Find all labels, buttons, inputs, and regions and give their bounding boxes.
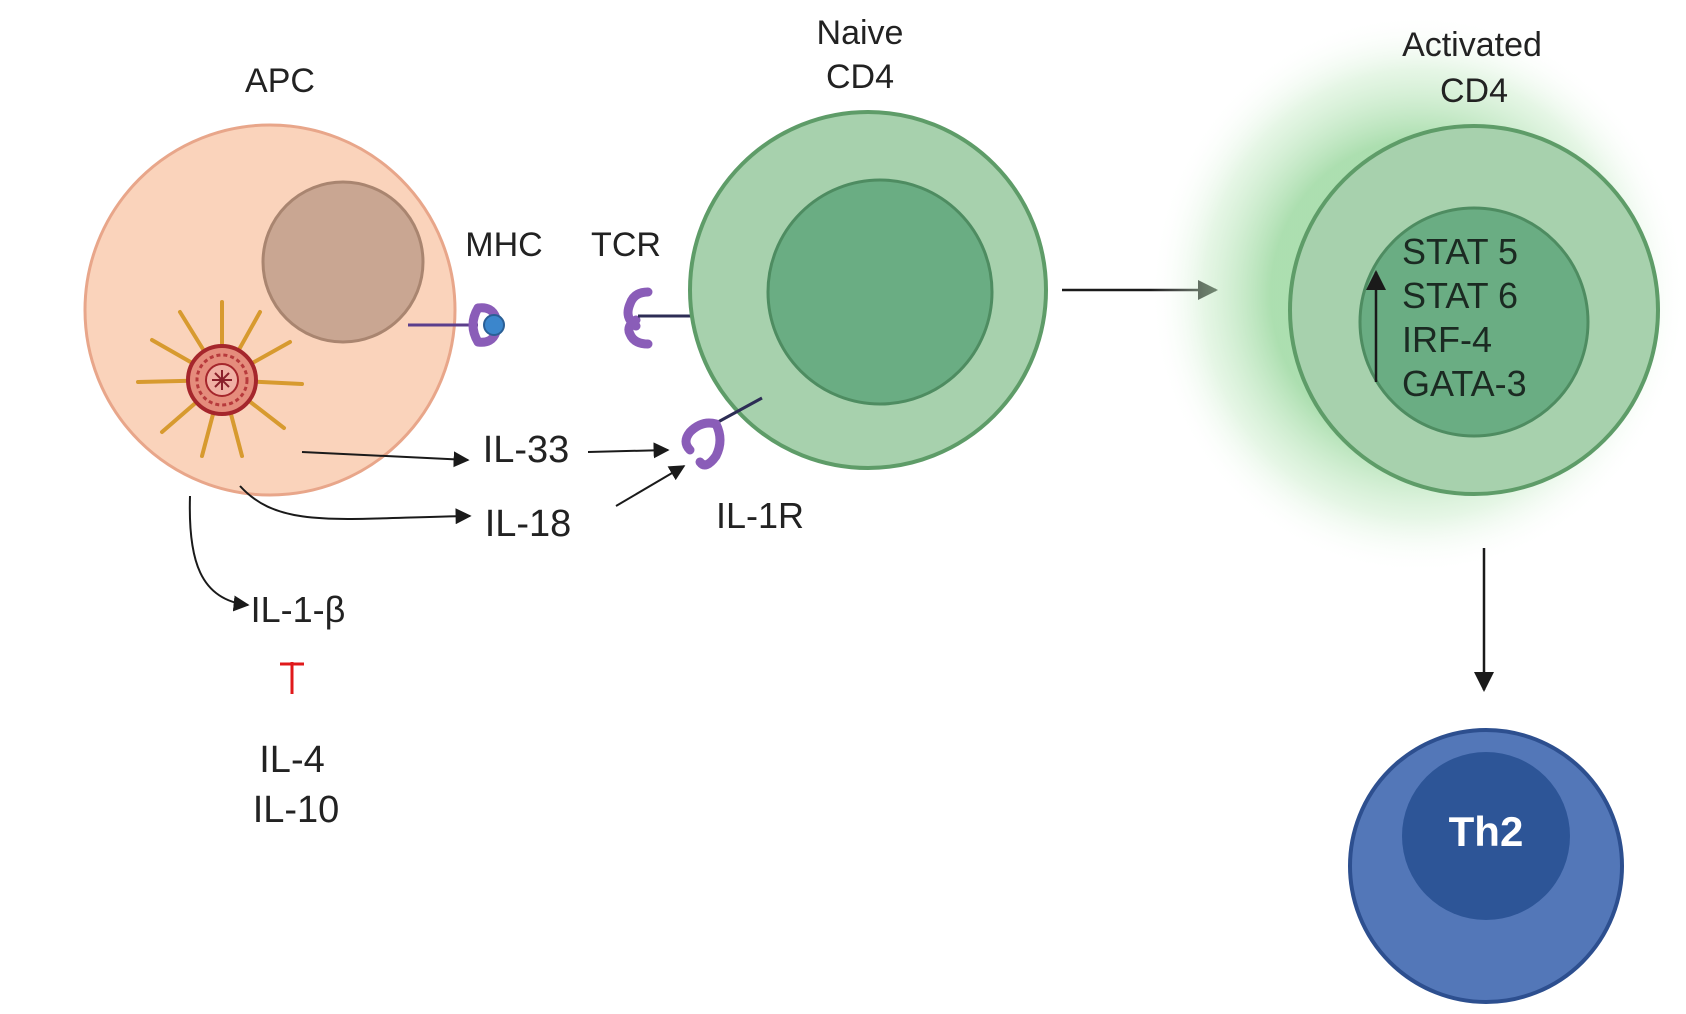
- th2-label: Th2: [1449, 808, 1524, 855]
- apc-nucleus: [261, 180, 425, 344]
- activated-cd4-label-line2: CD4: [1440, 72, 1508, 110]
- inhibition-icon: [280, 662, 304, 694]
- arrow-il33-to-il1r: [587, 442, 670, 459]
- irf4-label: IRF-4: [1402, 319, 1492, 360]
- activated-cd4-cell: [1150, 14, 1686, 574]
- mhc-label: MHC: [465, 226, 542, 264]
- arrow-apc-to-il18: [239, 485, 472, 525]
- il33-label: IL-33: [483, 429, 570, 471]
- arrow-il18-to-il1r: [615, 465, 686, 507]
- stat5-label: STAT 5: [1402, 231, 1518, 272]
- il4-label: IL-4: [259, 739, 324, 781]
- naive-cd4-label-line2: CD4: [826, 58, 894, 96]
- mhc-complex: [408, 303, 505, 347]
- gata3-label: GATA-3: [1402, 363, 1527, 404]
- naive-cd4-nucleus: [766, 178, 994, 406]
- activated-cd4-label-line1: Activated: [1402, 26, 1542, 64]
- activated-cd4-nucleus: [1358, 206, 1590, 438]
- antigen-peptide: [483, 314, 505, 336]
- il1r-label: IL-1R: [716, 495, 804, 536]
- arrow-apc-to-il33: [301, 451, 470, 468]
- apc-cell: [83, 123, 457, 497]
- il1b-label: IL-1-β: [251, 589, 346, 630]
- naive-cd4-label-line1: Naive: [817, 14, 904, 52]
- arrow-apc-to-il1b: [188, 495, 250, 612]
- inflammasome-icon: [136, 300, 304, 458]
- il18-label: IL-18: [485, 503, 572, 545]
- tcr-label: TCR: [591, 226, 661, 264]
- il1r-receptor-icon: [681, 396, 763, 470]
- il10-label: IL-10: [253, 789, 340, 831]
- th2-nucleus: [1402, 752, 1570, 920]
- stat6-label: STAT 6: [1402, 275, 1518, 316]
- naive-cd4-cell: [688, 110, 1048, 470]
- th2-cell: [1348, 728, 1624, 1004]
- apc-label: APC: [245, 62, 315, 100]
